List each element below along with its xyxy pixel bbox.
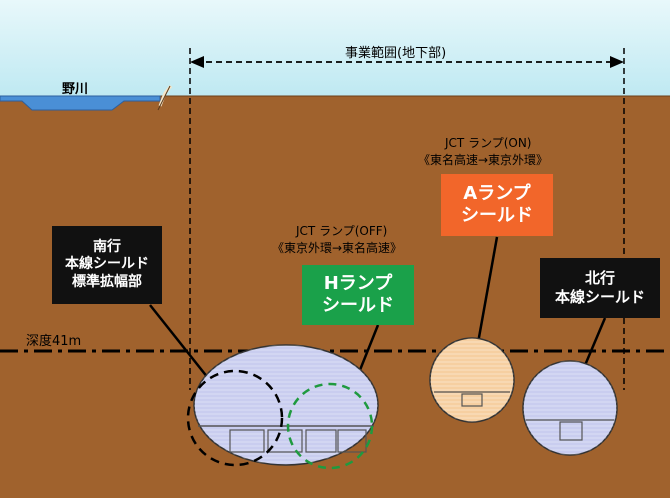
south-line-3: 標準拡幅部 — [72, 273, 142, 290]
h-ramp-line-2: シールド — [322, 295, 394, 316]
leader-a — [476, 236, 499, 344]
south-line-1: 南行 — [93, 238, 121, 255]
leader-south — [149, 304, 213, 384]
depth-label: 深度41m — [26, 334, 82, 349]
a-ramp-label-box: Aランプ シールド — [441, 174, 553, 236]
jct-on-route: 《東名高速→東京外環》 — [418, 153, 549, 167]
south-widened-tunnel — [193, 344, 379, 466]
south-line-2: 本線シールド — [65, 256, 149, 273]
north-mainline-label-box: 北行 本線シールド — [540, 258, 660, 318]
jct-on-label: JCT ランプ(ON) — [445, 136, 532, 150]
a-ramp-line-1: Aランプ — [463, 182, 531, 204]
a-ramp-line-2: シールド — [461, 205, 533, 226]
jct-off-route: 《東京外環→東名高速》 — [272, 241, 403, 255]
sky — [0, 0, 670, 96]
south-mainline-shield-outline — [186, 369, 284, 467]
h-ramp-line-1: Hランプ — [323, 272, 393, 294]
project-scope-label: 事業範囲(地下部) — [345, 46, 447, 61]
south-mainline-label-box: 南行 本線シールド 標準拡幅部 — [52, 226, 162, 304]
h-ramp-label-box: Hランプ シールド — [302, 265, 414, 325]
north-mainline-tunnel — [522, 360, 618, 456]
scope-arrow-left-head — [190, 56, 204, 68]
river — [0, 95, 161, 111]
bank-edge — [157, 85, 171, 111]
jct-off-label: JCT ランプ(OFF) — [296, 224, 388, 238]
h-ramp-shield-outline — [286, 382, 374, 470]
north-line-2: 本線シールド — [554, 288, 645, 306]
scope-arrow-right-head — [610, 56, 624, 68]
river-label: 野川 — [62, 82, 89, 97]
a-ramp-tunnel — [429, 337, 515, 423]
north-line-1: 北行 — [584, 269, 615, 288]
leader-north — [581, 317, 607, 371]
